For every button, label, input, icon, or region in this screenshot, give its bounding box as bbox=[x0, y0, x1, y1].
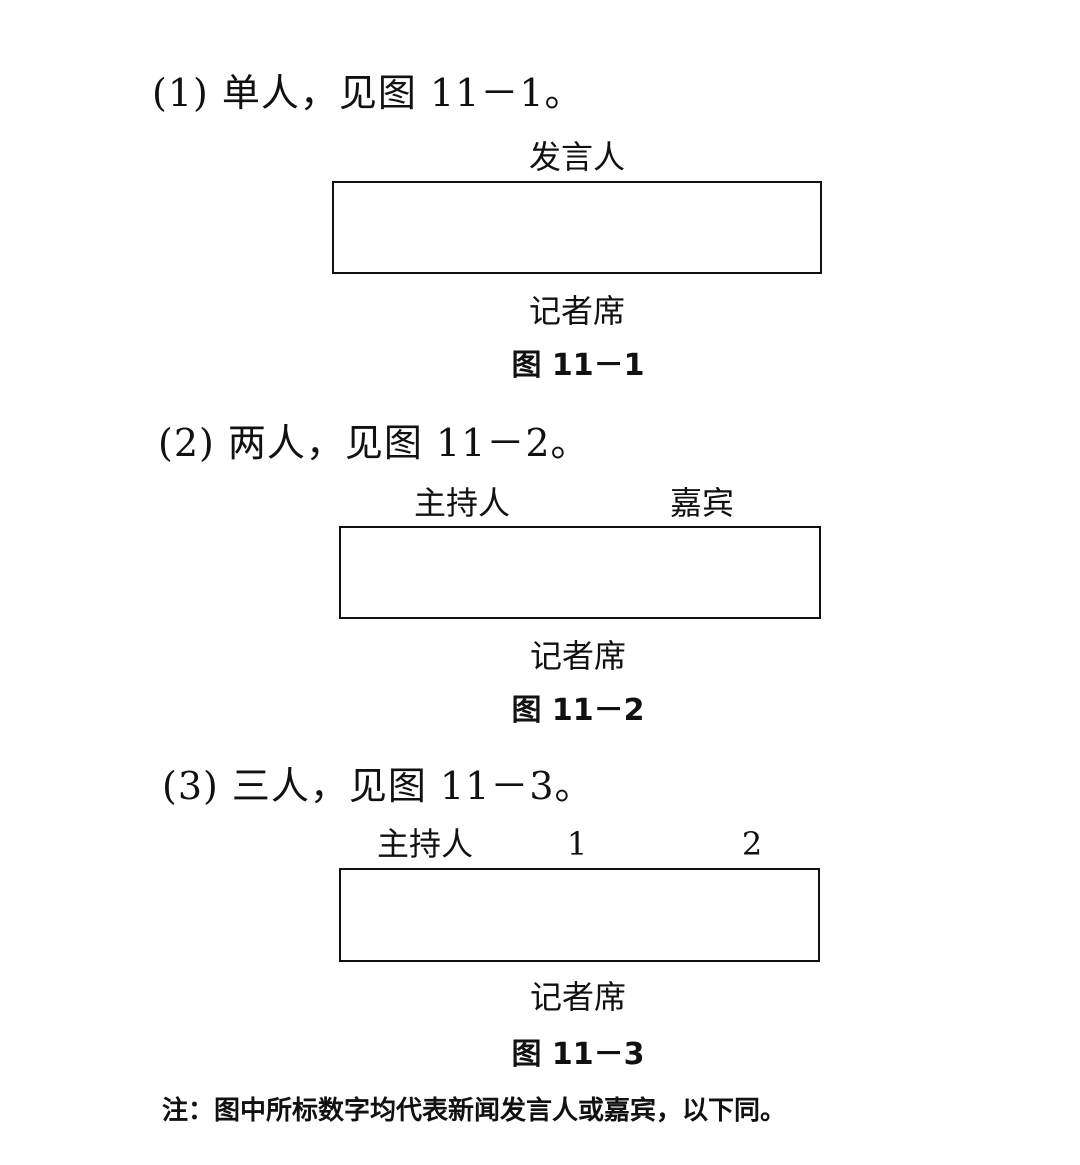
section-3-label-host: 主持人 bbox=[376, 825, 474, 863]
section-1-label-press-seats: 记者席 bbox=[528, 292, 626, 330]
section-2-heading: (2) 两人，见图 11－2。 bbox=[158, 421, 590, 465]
section-2-caption: 图 11－2 bbox=[511, 693, 645, 728]
section-3-heading: (3) 三人，见图 11－3。 bbox=[162, 764, 594, 808]
section-2-label-guest: 嘉宾 bbox=[669, 484, 735, 522]
section-1-label-speaker: 发言人 bbox=[528, 138, 626, 176]
section-2-label-host: 主持人 bbox=[413, 484, 511, 522]
section-1-heading: (1) 单人，见图 11－1。 bbox=[152, 71, 584, 115]
section-3-label-seat-1: 1 bbox=[566, 825, 588, 863]
section-3-caption: 图 11－3 bbox=[511, 1037, 645, 1072]
section-2-label-press-seats: 记者席 bbox=[529, 637, 627, 675]
section-3-label-press-seats: 记者席 bbox=[529, 978, 627, 1016]
section-3-table bbox=[339, 868, 820, 962]
footnote: 注：图中所标数字均代表新闻发言人或嘉宾，以下同。 bbox=[162, 1096, 787, 1126]
section-1-caption: 图 11－1 bbox=[511, 348, 645, 383]
section-3-label-seat-2: 2 bbox=[741, 825, 763, 863]
section-1-table bbox=[332, 181, 822, 274]
section-2-table bbox=[339, 526, 821, 619]
